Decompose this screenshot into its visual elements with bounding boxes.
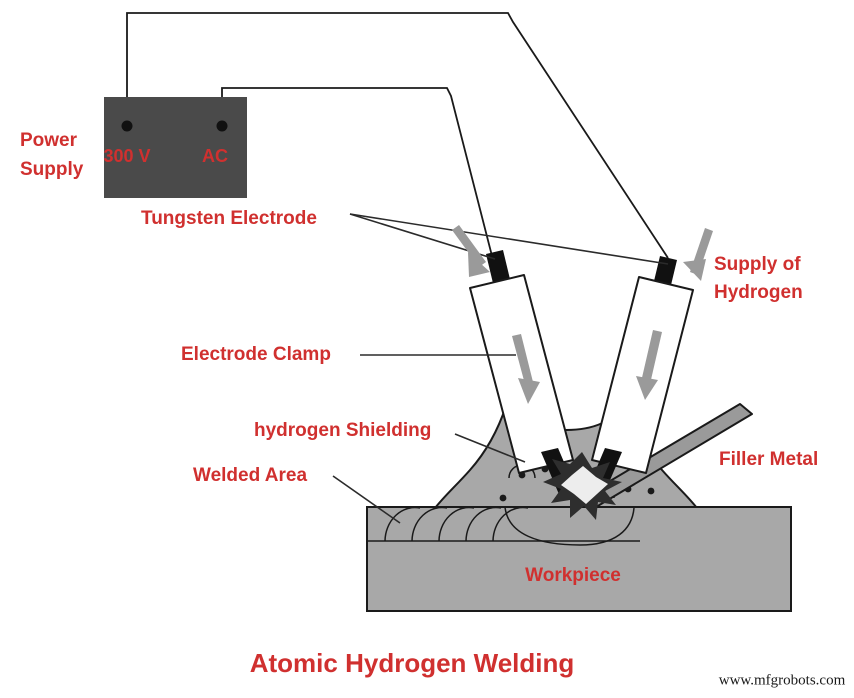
welded-area-label: Welded Area bbox=[193, 465, 307, 486]
molten-pool-curve bbox=[504, 506, 635, 546]
weld-bead-ripples bbox=[384, 506, 529, 542]
watermark: www.mfgrobots.com bbox=[719, 672, 846, 688]
workpiece-group bbox=[366, 506, 792, 612]
wire-left-terminal bbox=[126, 12, 669, 259]
filler-metal-label: Filler Metal bbox=[719, 449, 818, 470]
workpiece-body bbox=[366, 506, 792, 612]
supply-of-hydrogen-label-line2: Hydrogen bbox=[714, 282, 803, 303]
right-gas-flow-arrow bbox=[636, 330, 662, 400]
left-electrode-clamp bbox=[469, 274, 574, 474]
electrode-clamp-label: Electrode Clamp bbox=[181, 344, 331, 365]
leader-hydrogen-shielding bbox=[454, 433, 526, 463]
hydrogen-arrow-right-head bbox=[683, 259, 706, 281]
tungsten-electrode-label: Tungsten Electrode bbox=[141, 208, 317, 229]
right-electrode-clamp bbox=[591, 276, 694, 474]
supply-of-hydrogen-label-line1: Supply of bbox=[714, 254, 801, 275]
power-supply-label-line2: Supply bbox=[20, 159, 84, 180]
current-type-label: AC bbox=[202, 146, 228, 166]
right-electrode-assembly bbox=[585, 256, 694, 499]
leader-welded-area bbox=[332, 475, 401, 524]
welding-arc-spark bbox=[543, 452, 622, 520]
hydrogen-supply-arrows bbox=[452, 225, 713, 281]
diagram-title: Atomic Hydrogen Welding bbox=[250, 648, 575, 678]
spark-core bbox=[561, 466, 608, 504]
power-supply-box[interactable] bbox=[104, 97, 247, 198]
terminal-left[interactable] bbox=[121, 120, 133, 132]
left-electrode-assembly bbox=[469, 250, 578, 499]
workpiece-label: Workpiece bbox=[525, 565, 621, 586]
hydrogen-shielding-label: hydrogen Shielding bbox=[254, 420, 431, 441]
left-gas-flow-arrow bbox=[512, 334, 540, 404]
leader-tungsten-right bbox=[349, 213, 669, 265]
hydrogen-arrow-left-head bbox=[468, 252, 490, 277]
terminal-right[interactable] bbox=[216, 120, 228, 132]
power-supply-unit[interactable]: 300 V AC bbox=[103, 97, 247, 198]
voltage-label: 300 V bbox=[103, 146, 150, 166]
power-supply-label-line1: Power bbox=[20, 130, 78, 151]
